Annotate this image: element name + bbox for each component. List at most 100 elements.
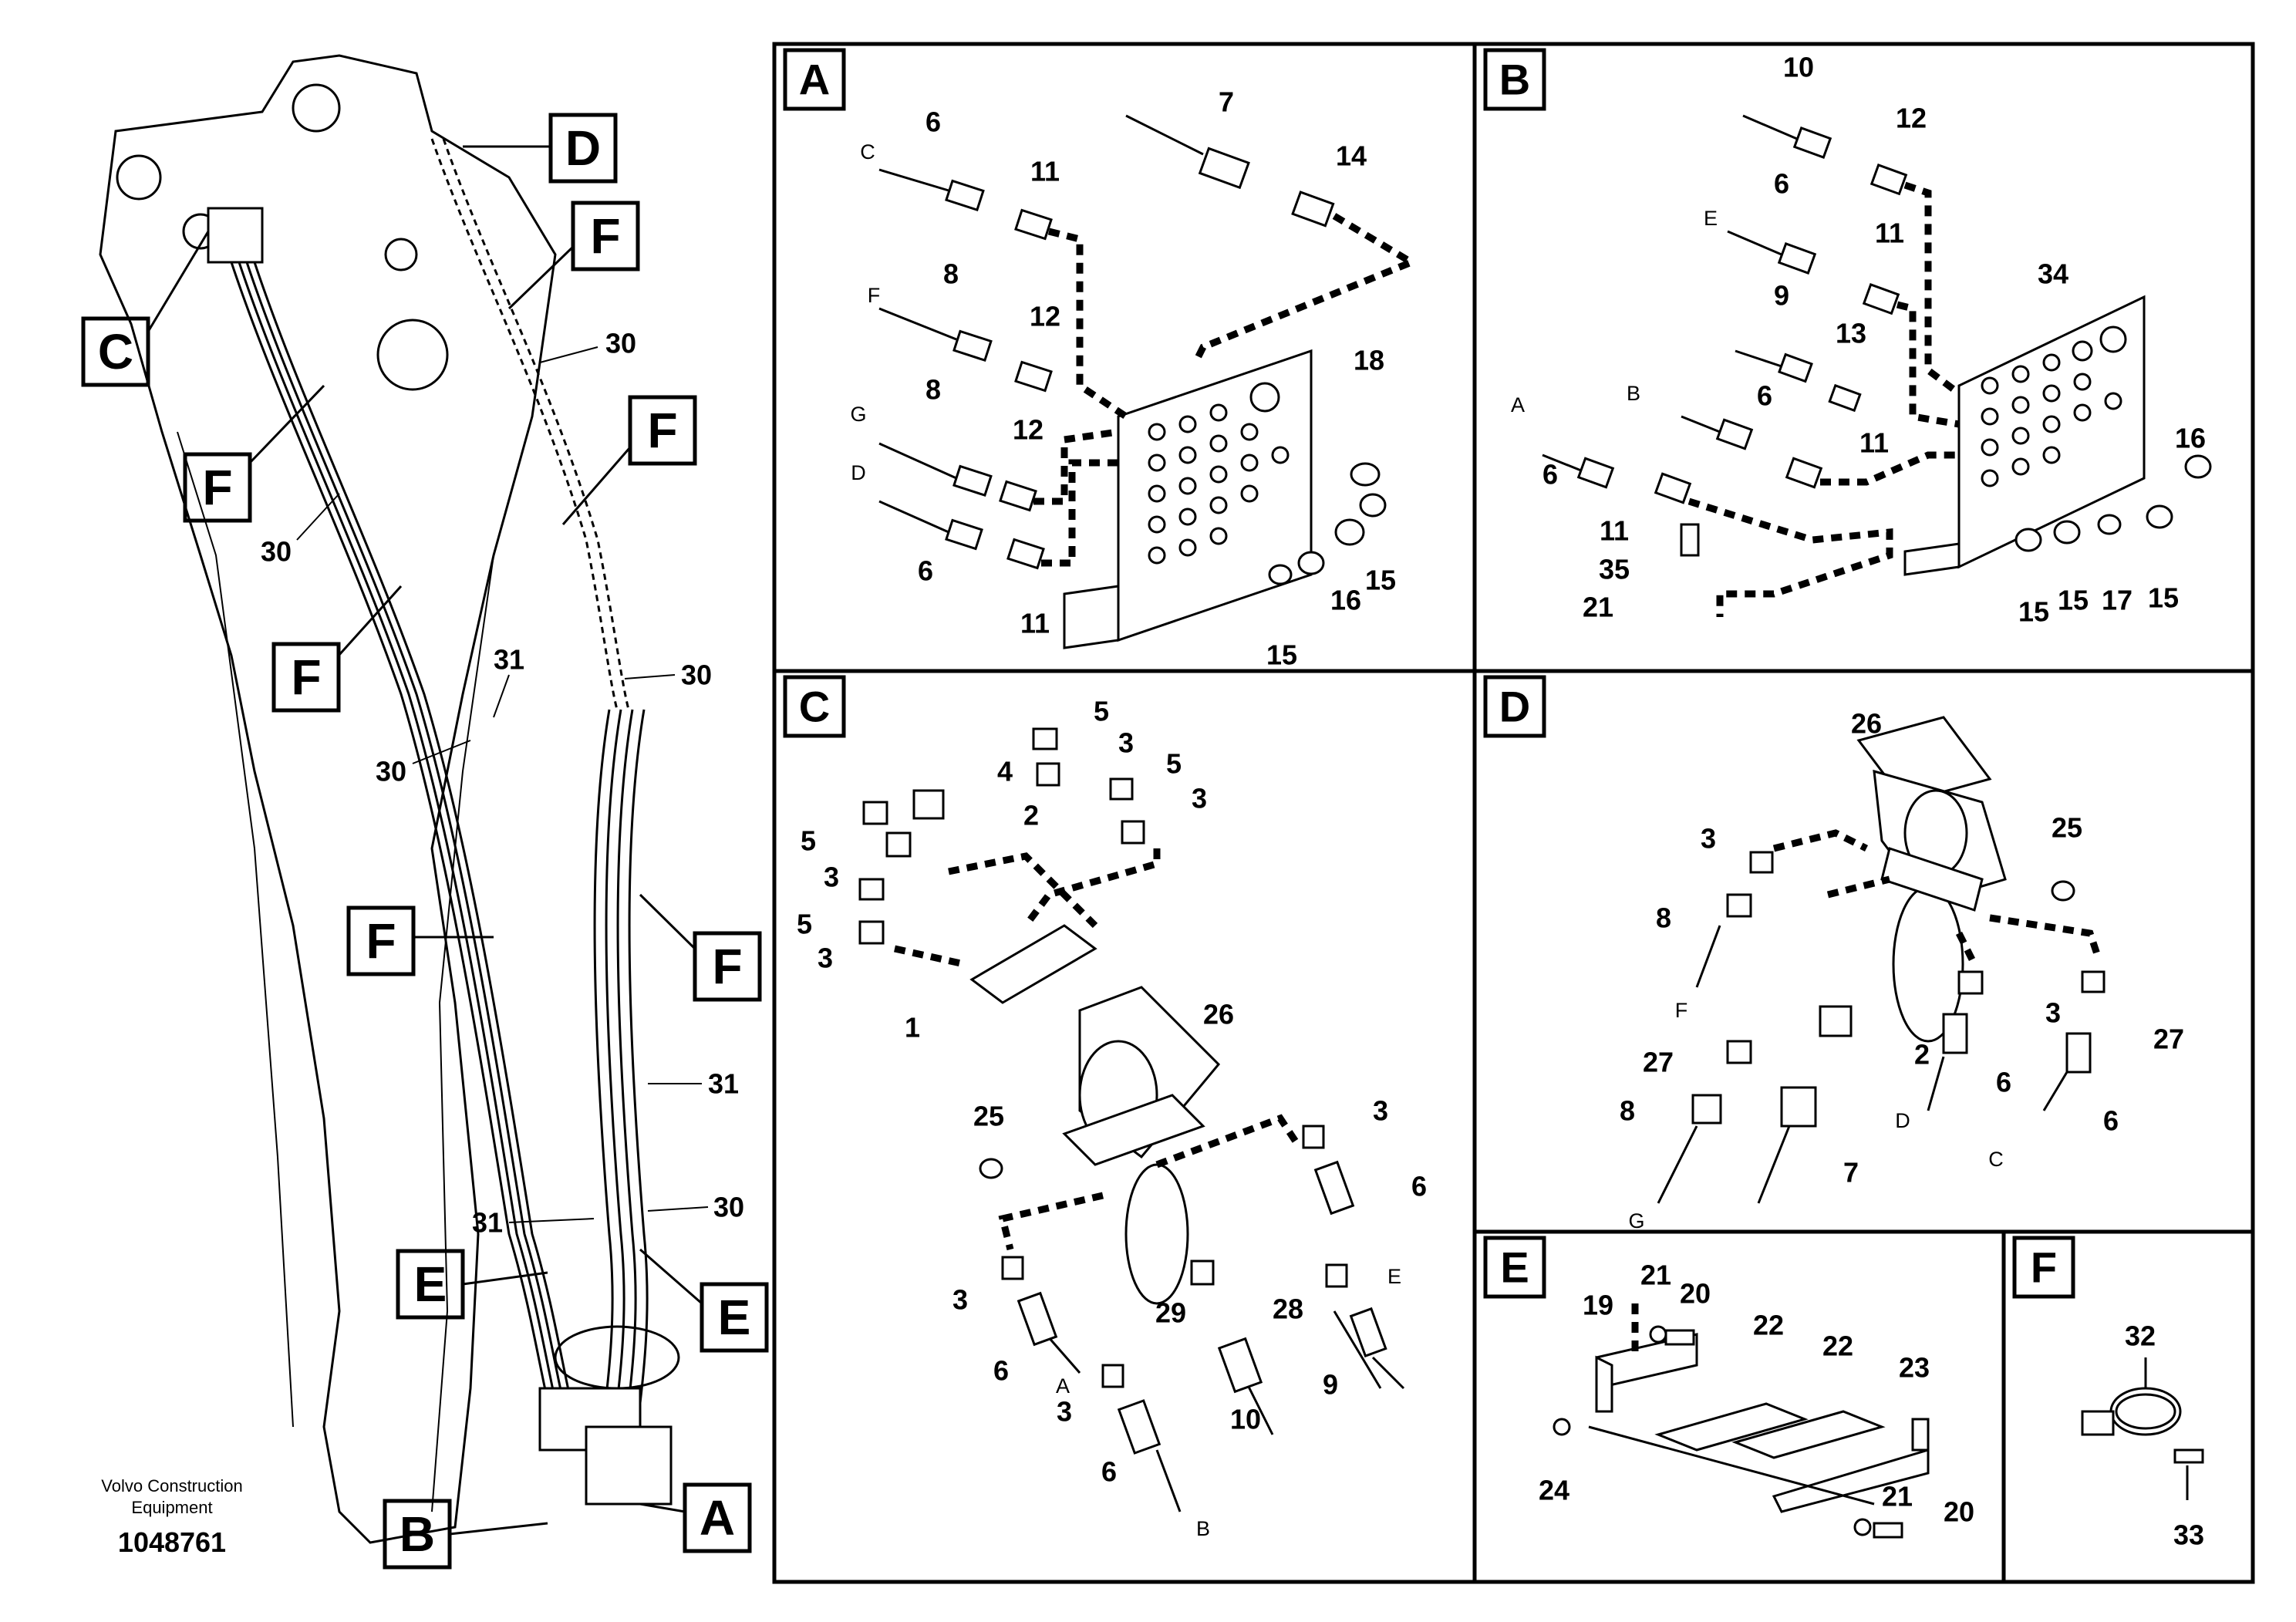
- part-number: 13: [1836, 318, 1866, 349]
- part-number: 3: [952, 1284, 968, 1316]
- panel-b: B 10 12 6 11 9 13 6: [1483, 48, 2212, 628]
- part-number: 15: [2018, 596, 2049, 628]
- part-number: 20: [1680, 1278, 1711, 1310]
- hose-end-label: D: [1895, 1109, 1910, 1132]
- part-number: 17: [2102, 585, 2132, 616]
- part-number: 3: [1373, 1095, 1388, 1127]
- panel-e-label: E: [1500, 1243, 1529, 1292]
- part-number: 6: [1757, 380, 1772, 412]
- part-number: 12: [1896, 103, 1927, 134]
- part-number: 5: [1094, 696, 1109, 727]
- part-number: 5: [801, 825, 816, 857]
- part-number: 8: [1656, 902, 1671, 934]
- part-number: 14: [1336, 140, 1367, 172]
- detail-grid: [772, 42, 2255, 1584]
- svg-text:F: F: [291, 649, 321, 705]
- part-number: 29: [1155, 1297, 1186, 1329]
- part-number: 5: [1166, 748, 1182, 780]
- part-number: 26: [1851, 708, 1882, 740]
- part-number: 6: [1101, 1456, 1117, 1488]
- callout-b: B: [383, 1499, 548, 1570]
- label-30-e: 30: [713, 1192, 744, 1223]
- hose-end-label: A: [1511, 393, 1525, 416]
- boom-overview: [99, 54, 680, 1544]
- part-number: 3: [1057, 1396, 1072, 1428]
- callout-f-4: F: [271, 585, 403, 713]
- part-number: 8: [1620, 1095, 1635, 1127]
- part-number: 11: [1030, 156, 1060, 187]
- callout-f-1: F: [507, 201, 640, 310]
- svg-text:B: B: [400, 1506, 435, 1562]
- part-number: 6: [918, 555, 933, 587]
- part-number: 25: [2052, 812, 2082, 844]
- part-number: 27: [2153, 1023, 2184, 1055]
- hose-end-label: A: [1056, 1374, 1070, 1398]
- callout-f-3: F: [183, 384, 325, 523]
- svg-text:F: F: [712, 939, 742, 994]
- panel-b-label: B: [1499, 56, 1530, 104]
- part-number: 21: [1882, 1481, 1913, 1512]
- svg-text:A: A: [700, 1490, 735, 1546]
- hose-end-label: F: [1675, 999, 1688, 1022]
- part-number: 12: [1030, 301, 1060, 332]
- arm-outline: [99, 54, 557, 1544]
- panel-c-label: C: [799, 683, 830, 731]
- hose-end-label: E: [1387, 1265, 1401, 1288]
- part-number: 32: [2125, 1320, 2156, 1352]
- svg-text:E: E: [414, 1256, 447, 1312]
- part-number: 26: [1203, 999, 1234, 1030]
- part-number: 6: [1996, 1067, 2011, 1098]
- part-number: 2: [1023, 800, 1039, 831]
- part-number: 3: [2045, 997, 2061, 1029]
- part-number: 8: [925, 374, 941, 406]
- part-number: 6: [925, 106, 941, 138]
- hose-end-label: D: [851, 461, 866, 484]
- document-number: 1048761: [118, 1526, 226, 1558]
- callout-e-2: E: [639, 1248, 769, 1353]
- part-number: 22: [1753, 1310, 1784, 1341]
- part-number: 9: [1323, 1369, 1338, 1401]
- part-number: 34: [2038, 258, 2068, 290]
- panel-f-label: F: [2031, 1243, 2057, 1292]
- callout-a: A: [639, 1482, 752, 1553]
- panel-a-label: A: [799, 56, 830, 104]
- svg-text:F: F: [647, 403, 677, 458]
- part-number: 10: [1230, 1404, 1261, 1435]
- svg-text:F: F: [366, 913, 396, 969]
- part-number: 6: [1542, 459, 1558, 491]
- callout-d: D: [463, 113, 618, 184]
- part-number: 3: [1192, 783, 1207, 814]
- part-number: 11: [1859, 427, 1889, 459]
- part-number: 6: [2103, 1105, 2119, 1137]
- part-number: 3: [1701, 823, 1716, 855]
- part-number: 1: [905, 1012, 920, 1044]
- part-number: 24: [1539, 1475, 1569, 1506]
- svg-text:E: E: [718, 1290, 751, 1345]
- hose-end-label: G: [850, 403, 866, 426]
- part-number: 18: [1354, 345, 1384, 376]
- part-number: 3: [1118, 727, 1134, 759]
- part-number: 27: [1643, 1047, 1674, 1078]
- part-number: 15: [1266, 639, 1297, 671]
- part-number: 6: [1774, 168, 1789, 200]
- part-number: 23: [1899, 1352, 1930, 1384]
- svg-text:F: F: [590, 208, 620, 264]
- hose-end-label: B: [1196, 1517, 1210, 1540]
- company-name-line2: Equipment: [131, 1498, 212, 1517]
- callout-e-1: E: [396, 1249, 548, 1320]
- part-number: 2: [1914, 1039, 1930, 1071]
- part-number: 7: [1843, 1157, 1859, 1189]
- part-number: 19: [1583, 1290, 1613, 1321]
- part-number: 33: [2173, 1519, 2204, 1551]
- footer: Volvo Construction Equipment 1048761: [101, 1476, 242, 1558]
- label-30-d: 30: [376, 756, 406, 787]
- hose-end-label: G: [1628, 1209, 1644, 1233]
- part-number: 15: [1365, 565, 1396, 596]
- label-31-c: 31: [472, 1207, 503, 1239]
- panel-e: E 21 20 19 22 22 23 24 21 20: [1483, 1236, 1974, 1539]
- part-number: 3: [818, 943, 833, 974]
- hose-end-label: B: [1627, 382, 1640, 405]
- part-number: 25: [973, 1101, 1004, 1132]
- part-number: 12: [1013, 414, 1043, 446]
